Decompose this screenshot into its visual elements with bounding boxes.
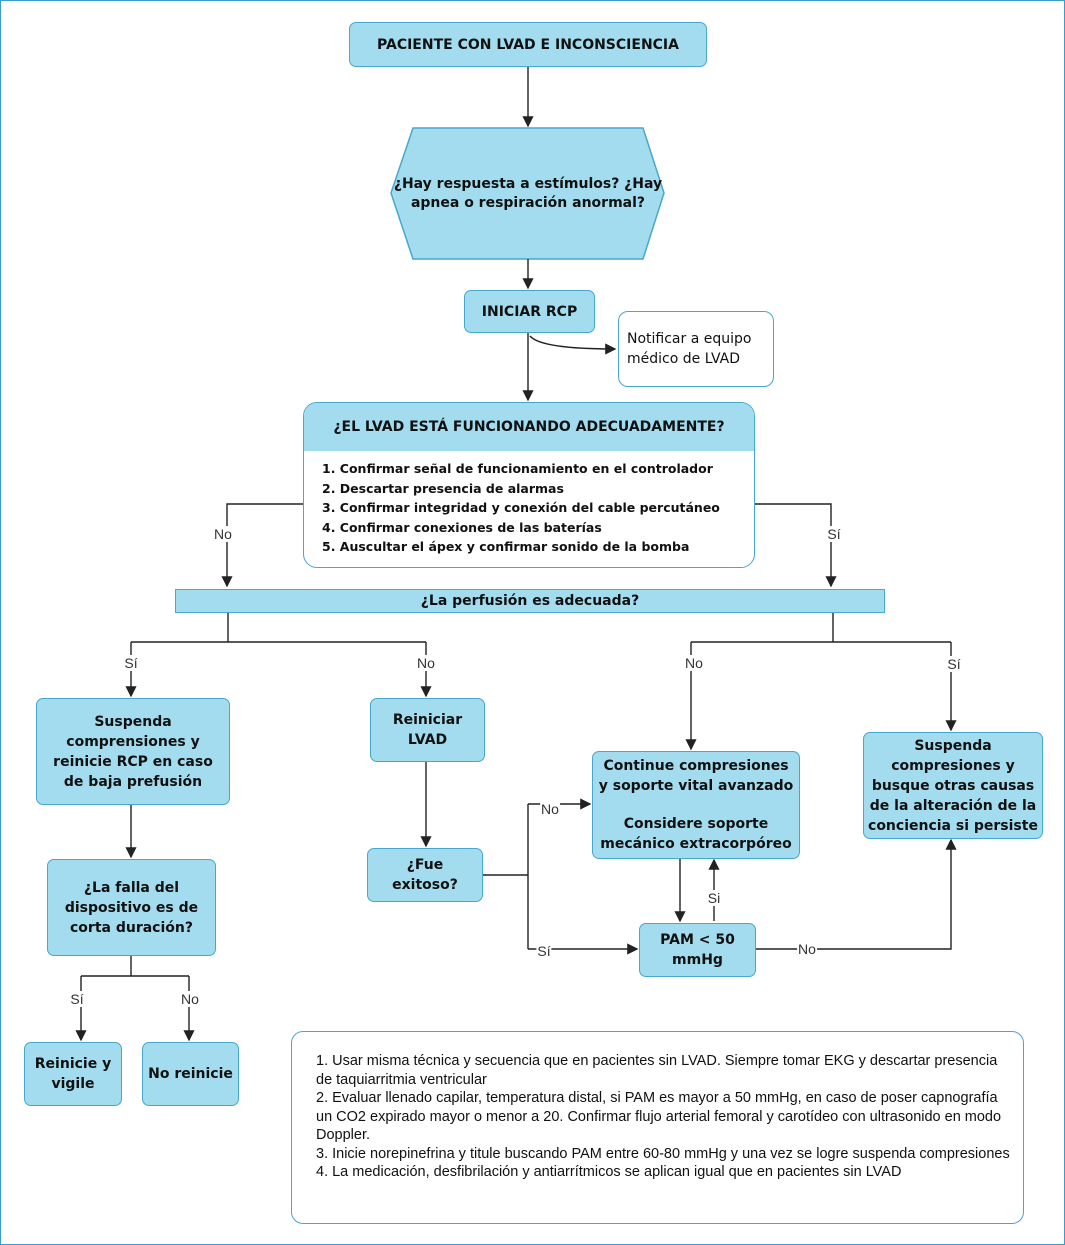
restart-lvad-node: Reiniciar LVAD [370, 698, 485, 762]
edge-label-si: Sí [536, 943, 552, 959]
arrow [754, 503, 837, 588]
arrow [221, 503, 303, 588]
short-failure-question: ¿La falla del dispositivo es de corta du… [47, 859, 216, 956]
suspend-restart-node: Suspenda comprensiones y reinicie RCP en… [36, 698, 230, 805]
edge-label-si: Sí [123, 655, 139, 671]
edge-label-no: No [213, 526, 233, 542]
continue-text: Continue compresiones y soporte vital av… [598, 758, 794, 794]
edge-label-no: No [180, 991, 200, 1007]
note-item: 2. Evaluar llenado capilar, temperatura … [316, 1090, 1002, 1143]
edge-label-si: Sí [826, 526, 842, 542]
restart-watch-node: Reinicie y vigile [24, 1042, 122, 1106]
edge-label-si: Sí [69, 991, 85, 1007]
response-question: ¿Hay respuesta a estímulos? ¿Hay apnea o… [393, 175, 663, 211]
arrow [755, 838, 957, 950]
start-node: PACIENTE CON LVAD E INCONSCIENCIA [349, 22, 707, 67]
decision-hexagon [390, 127, 665, 260]
continue-node: Continue compresiones y soporte vital av… [592, 751, 800, 859]
note-item: 4. La medicación, desfibrilación y antia… [316, 1164, 902, 1180]
note-item: 3. Inicie norepinefrina y titule buscand… [316, 1145, 1010, 1162]
check-item: 2. Descartar presencia de alarmas [322, 480, 564, 496]
edge-label-si: Si [706, 890, 722, 906]
notify-node: Notificar a equipo médico de LVAD [618, 311, 774, 387]
lvad-question: ¿EL LVAD ESTÁ FUNCIONANDO ADECUADAMENTE? [304, 403, 754, 451]
check-item: 4. Confirmar conexiones de las baterías [322, 519, 602, 535]
edge-label-no: No [797, 941, 817, 957]
check-item: 5. Auscultar el ápex y confirmar sonido … [322, 539, 690, 554]
successful-question: ¿Fue exitoso? [367, 848, 483, 902]
consider-text: Considere soporte mecánico extracorpóreo [600, 816, 792, 852]
perfusion-bar: ¿La perfusión es adecuada? [175, 589, 885, 613]
suspend-search-node: Suspenda compresiones y busque otras cau… [863, 732, 1043, 839]
rcp-node: INICIAR RCP [464, 290, 595, 333]
lvad-check-node: ¿EL LVAD ESTÁ FUNCIONANDO ADECUADAMENTE?… [303, 402, 755, 568]
lvad-checklist: 1. Confirmar señal de funcionamiento en … [304, 459, 754, 557]
no-restart-node: No reinicie [142, 1042, 239, 1106]
pam-question: PAM < 50 mmHg [639, 923, 756, 977]
edge-label-si: Sí [946, 656, 962, 672]
arrow [529, 335, 617, 355]
edge-label-no: No [684, 655, 704, 671]
check-item: 1. Confirmar señal de funcionamiento en … [322, 461, 713, 476]
edge-label-no: No [540, 801, 560, 817]
check-item: 3. Confirmar integridad y conexión del c… [322, 500, 720, 515]
note-item: 1. Usar misma técnica y secuencia que en… [316, 1053, 998, 1088]
notes-box: 1. Usar misma técnica y secuencia que en… [291, 1031, 1024, 1224]
edge-label-no: No [416, 655, 436, 671]
